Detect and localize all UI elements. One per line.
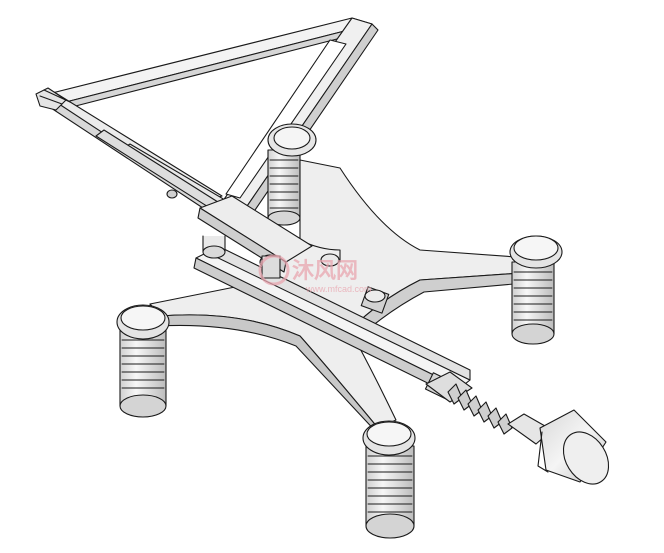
leg-front [362,420,416,539]
watermark-logo-icon [258,254,290,286]
lead-screw-drive [425,371,610,485]
leg-front-left [116,304,170,418]
leg-back-right [509,235,563,345]
motor [537,409,610,485]
watermark-logo-text: 沐风网 [292,258,358,283]
watermark: 沐风网 www.mfcad.com [258,254,372,294]
screw-spring [447,383,513,435]
watermark-url: www.mfcad.com [305,284,372,294]
